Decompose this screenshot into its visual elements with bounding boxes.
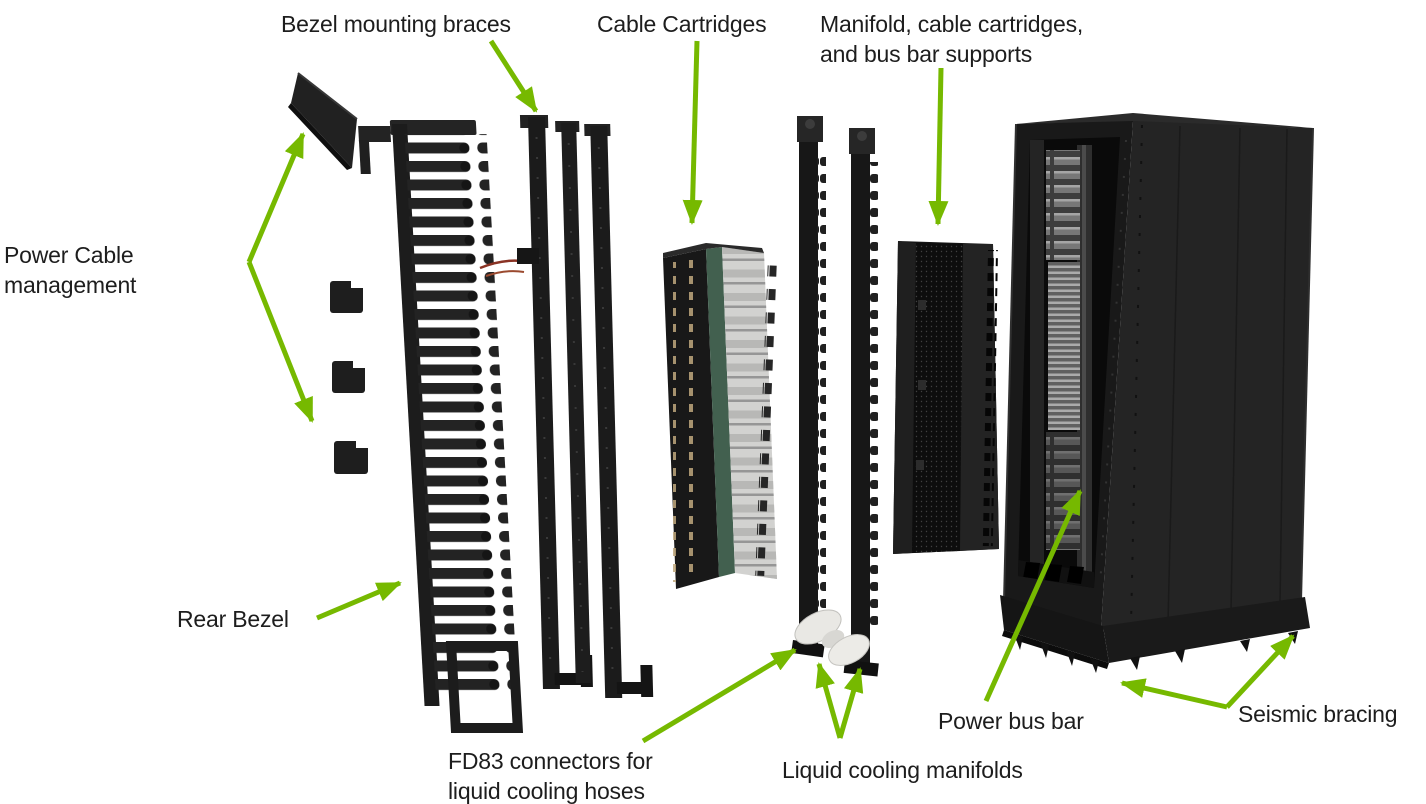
label-cable-cartridges: Cable Cartridges (597, 11, 767, 37)
label-liquid-cooling-manifolds: Liquid cooling manifolds (782, 757, 1023, 783)
label-fd83-connectors: FD83 connectors for liquid cooling hoses (448, 748, 653, 804)
arrow-cable-cartridges (682, 40, 703, 225)
power-cable-visor (288, 72, 358, 170)
arrow-seismic-right (1225, 634, 1295, 709)
power-cable-clips (330, 281, 368, 474)
arrow-seismic-left (1120, 678, 1228, 710)
label-rear-bezel: Rear Bezel (177, 606, 289, 632)
power-bus-bar (1077, 145, 1092, 585)
liquid-cooling-manifolds (791, 116, 879, 677)
arrow-power-bus-bar (983, 489, 1083, 703)
arrow-liquid-right (837, 667, 864, 739)
label-seismic-bracing: Seismic bracing (1238, 701, 1398, 727)
arrow-bezel-braces (488, 39, 539, 113)
rack-cabinet (1000, 113, 1314, 673)
callout-arrows (246, 39, 1295, 744)
arrow-liquid-left (815, 662, 843, 739)
label-power-cable-management: Power Cable management (4, 242, 137, 298)
bezel-mounting-braces (519, 115, 654, 698)
cable-cartridges (663, 243, 777, 589)
rack-interior (1018, 140, 1094, 588)
rear-bezel (358, 120, 524, 733)
manifold-supports (893, 241, 999, 554)
label-power-bus-bar: Power bus bar (938, 708, 1084, 734)
bezel-wire-harness (479, 248, 539, 277)
arrow-power-cable-lower (246, 261, 315, 423)
arrow-rear-bezel (316, 580, 402, 621)
label-bezel-mounting-braces: Bezel mounting braces (281, 11, 511, 37)
arrow-power-cable-upper (246, 132, 306, 263)
label-manifold-supports: Manifold, cable cartridges, and bus bar … (820, 11, 1084, 67)
arrow-fd83 (641, 647, 797, 744)
arrow-manifold-supports (928, 67, 949, 226)
